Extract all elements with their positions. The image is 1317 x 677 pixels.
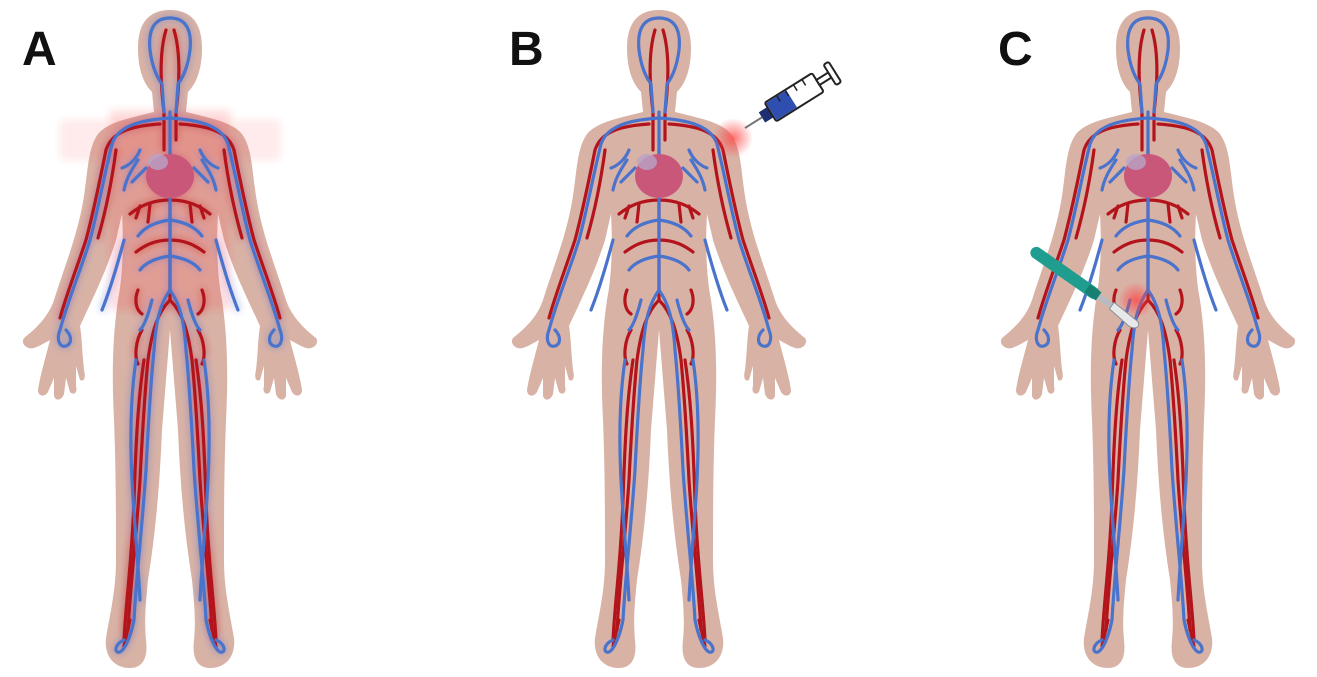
syringe-icon: [739, 62, 842, 139]
circulatory-system: [58, 18, 281, 652]
panel-b: B: [439, 0, 878, 677]
injection-site-highlight: [713, 118, 753, 158]
circulatory-system: [547, 18, 770, 652]
human-body-figure-a: [0, 0, 439, 677]
panel-label-b: B: [509, 26, 544, 74]
panel-label-a: A: [22, 26, 57, 74]
human-body-figure-b: [439, 0, 878, 677]
circulatory-system: [1036, 18, 1259, 652]
panel-c: C: [878, 0, 1317, 677]
panel-a: A: [0, 0, 439, 677]
human-body-figure-c: [878, 0, 1317, 677]
panel-label-c: C: [998, 26, 1033, 74]
